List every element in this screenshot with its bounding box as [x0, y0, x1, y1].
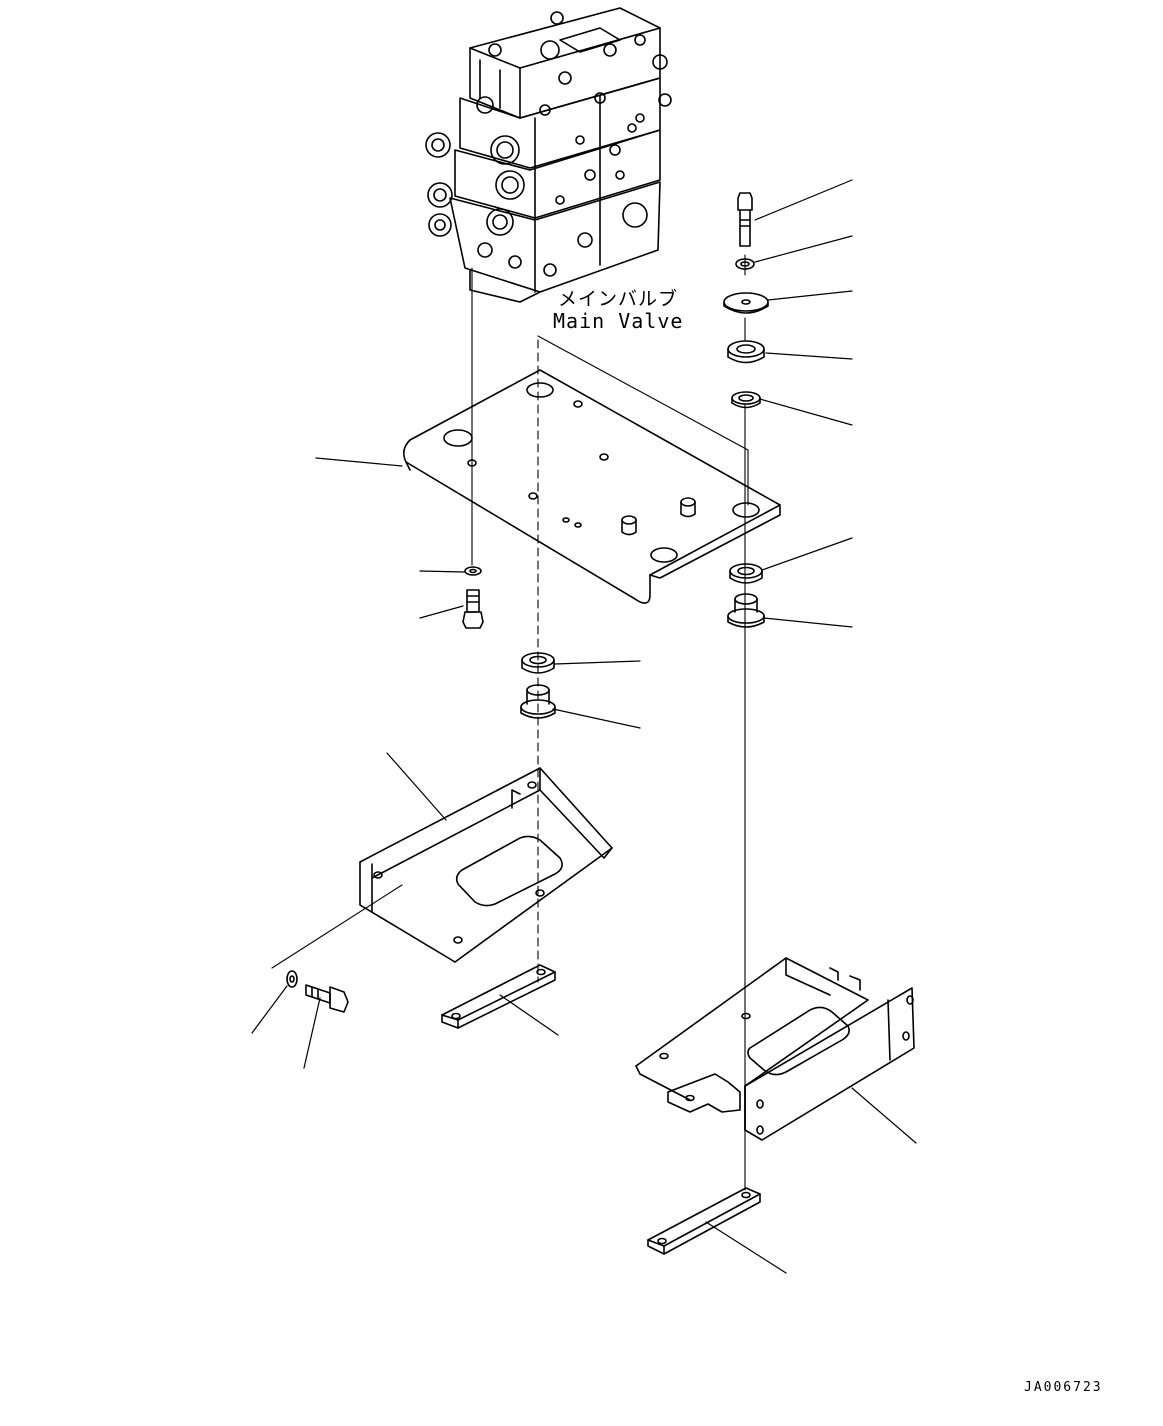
left-shim-plate — [441, 964, 556, 1029]
left-bolt-and-washer — [462, 566, 484, 629]
right-shim-plate — [647, 1187, 761, 1255]
center-cushion-bushing — [520, 652, 556, 719]
main-valve — [425, 7, 672, 303]
drawing-code: JA006723 — [1024, 1380, 1103, 1395]
left-bracket — [359, 767, 613, 963]
bracket-bolt-and-washer — [286, 970, 349, 1013]
main-valve-label-jp: メインバルブ — [558, 288, 679, 310]
mount-hardware-stack — [723, 192, 769, 409]
callout-leaders — [251, 179, 917, 1274]
center-lines — [271, 254, 749, 1191]
right-cushion-bushing — [727, 563, 765, 628]
mounting-plate — [402, 369, 781, 604]
main-valve-label-en: Main Valve — [553, 309, 684, 333]
right-bracket — [635, 957, 915, 1141]
